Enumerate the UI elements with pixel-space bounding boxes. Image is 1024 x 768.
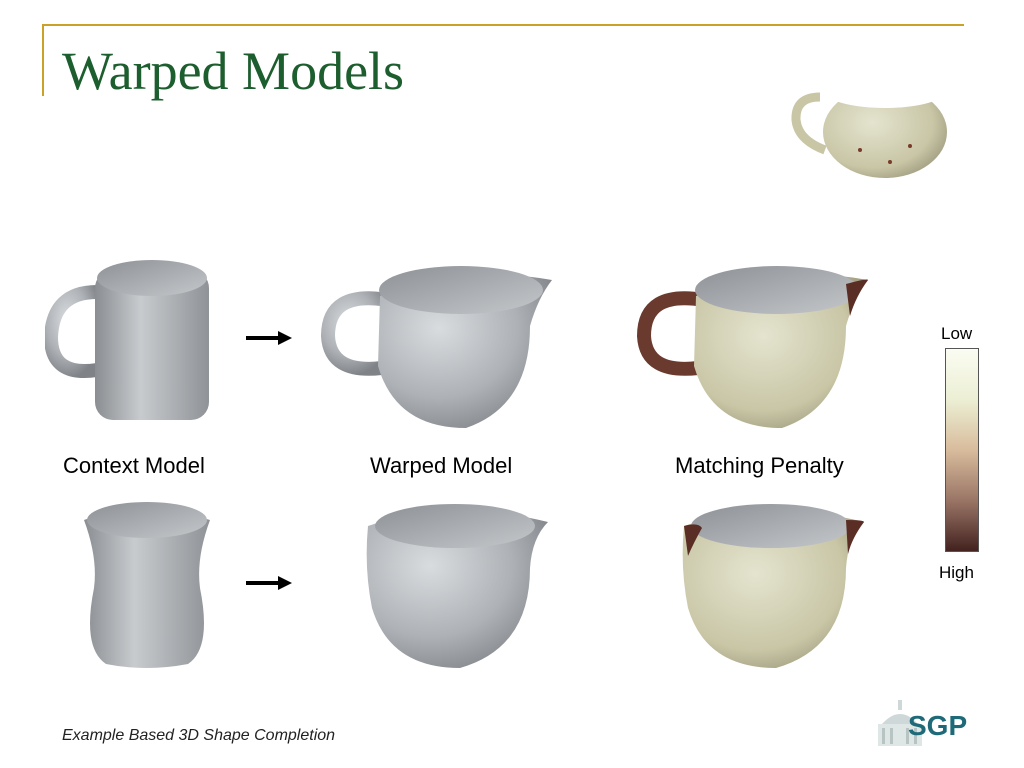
warped-model-label: Warped Model: [370, 453, 513, 478]
context-model-vase-image: [84, 502, 210, 668]
scale-low-label: Low: [941, 324, 973, 343]
matching-penalty-jug-image: [682, 504, 864, 668]
sgp-building-icon: [878, 700, 922, 746]
slide-title: Warped Models: [62, 41, 405, 101]
partial-scan-image: [791, 72, 947, 178]
sgp-logo-text: SGP: [908, 710, 968, 741]
scale-high-label: High: [939, 563, 974, 582]
warped-model-pitcher-image: [320, 266, 552, 428]
header-rule: [42, 24, 964, 26]
context-model-label: Context Model: [63, 453, 205, 478]
arrow-right-icon: [246, 331, 292, 345]
sgp-logo: SGP: [872, 698, 982, 755]
footer-text: Example Based 3D Shape Completion: [62, 727, 336, 744]
matching-penalty-pitcher-image: [636, 266, 868, 428]
warped-model-jug-image: [366, 504, 548, 668]
context-model-mug-image: [45, 260, 209, 420]
header-side-rule: [42, 24, 44, 96]
arrow-right-icon-2: [246, 576, 292, 590]
matching-penalty-label: Matching Penalty: [675, 453, 844, 478]
penalty-colorbar: [945, 348, 979, 552]
